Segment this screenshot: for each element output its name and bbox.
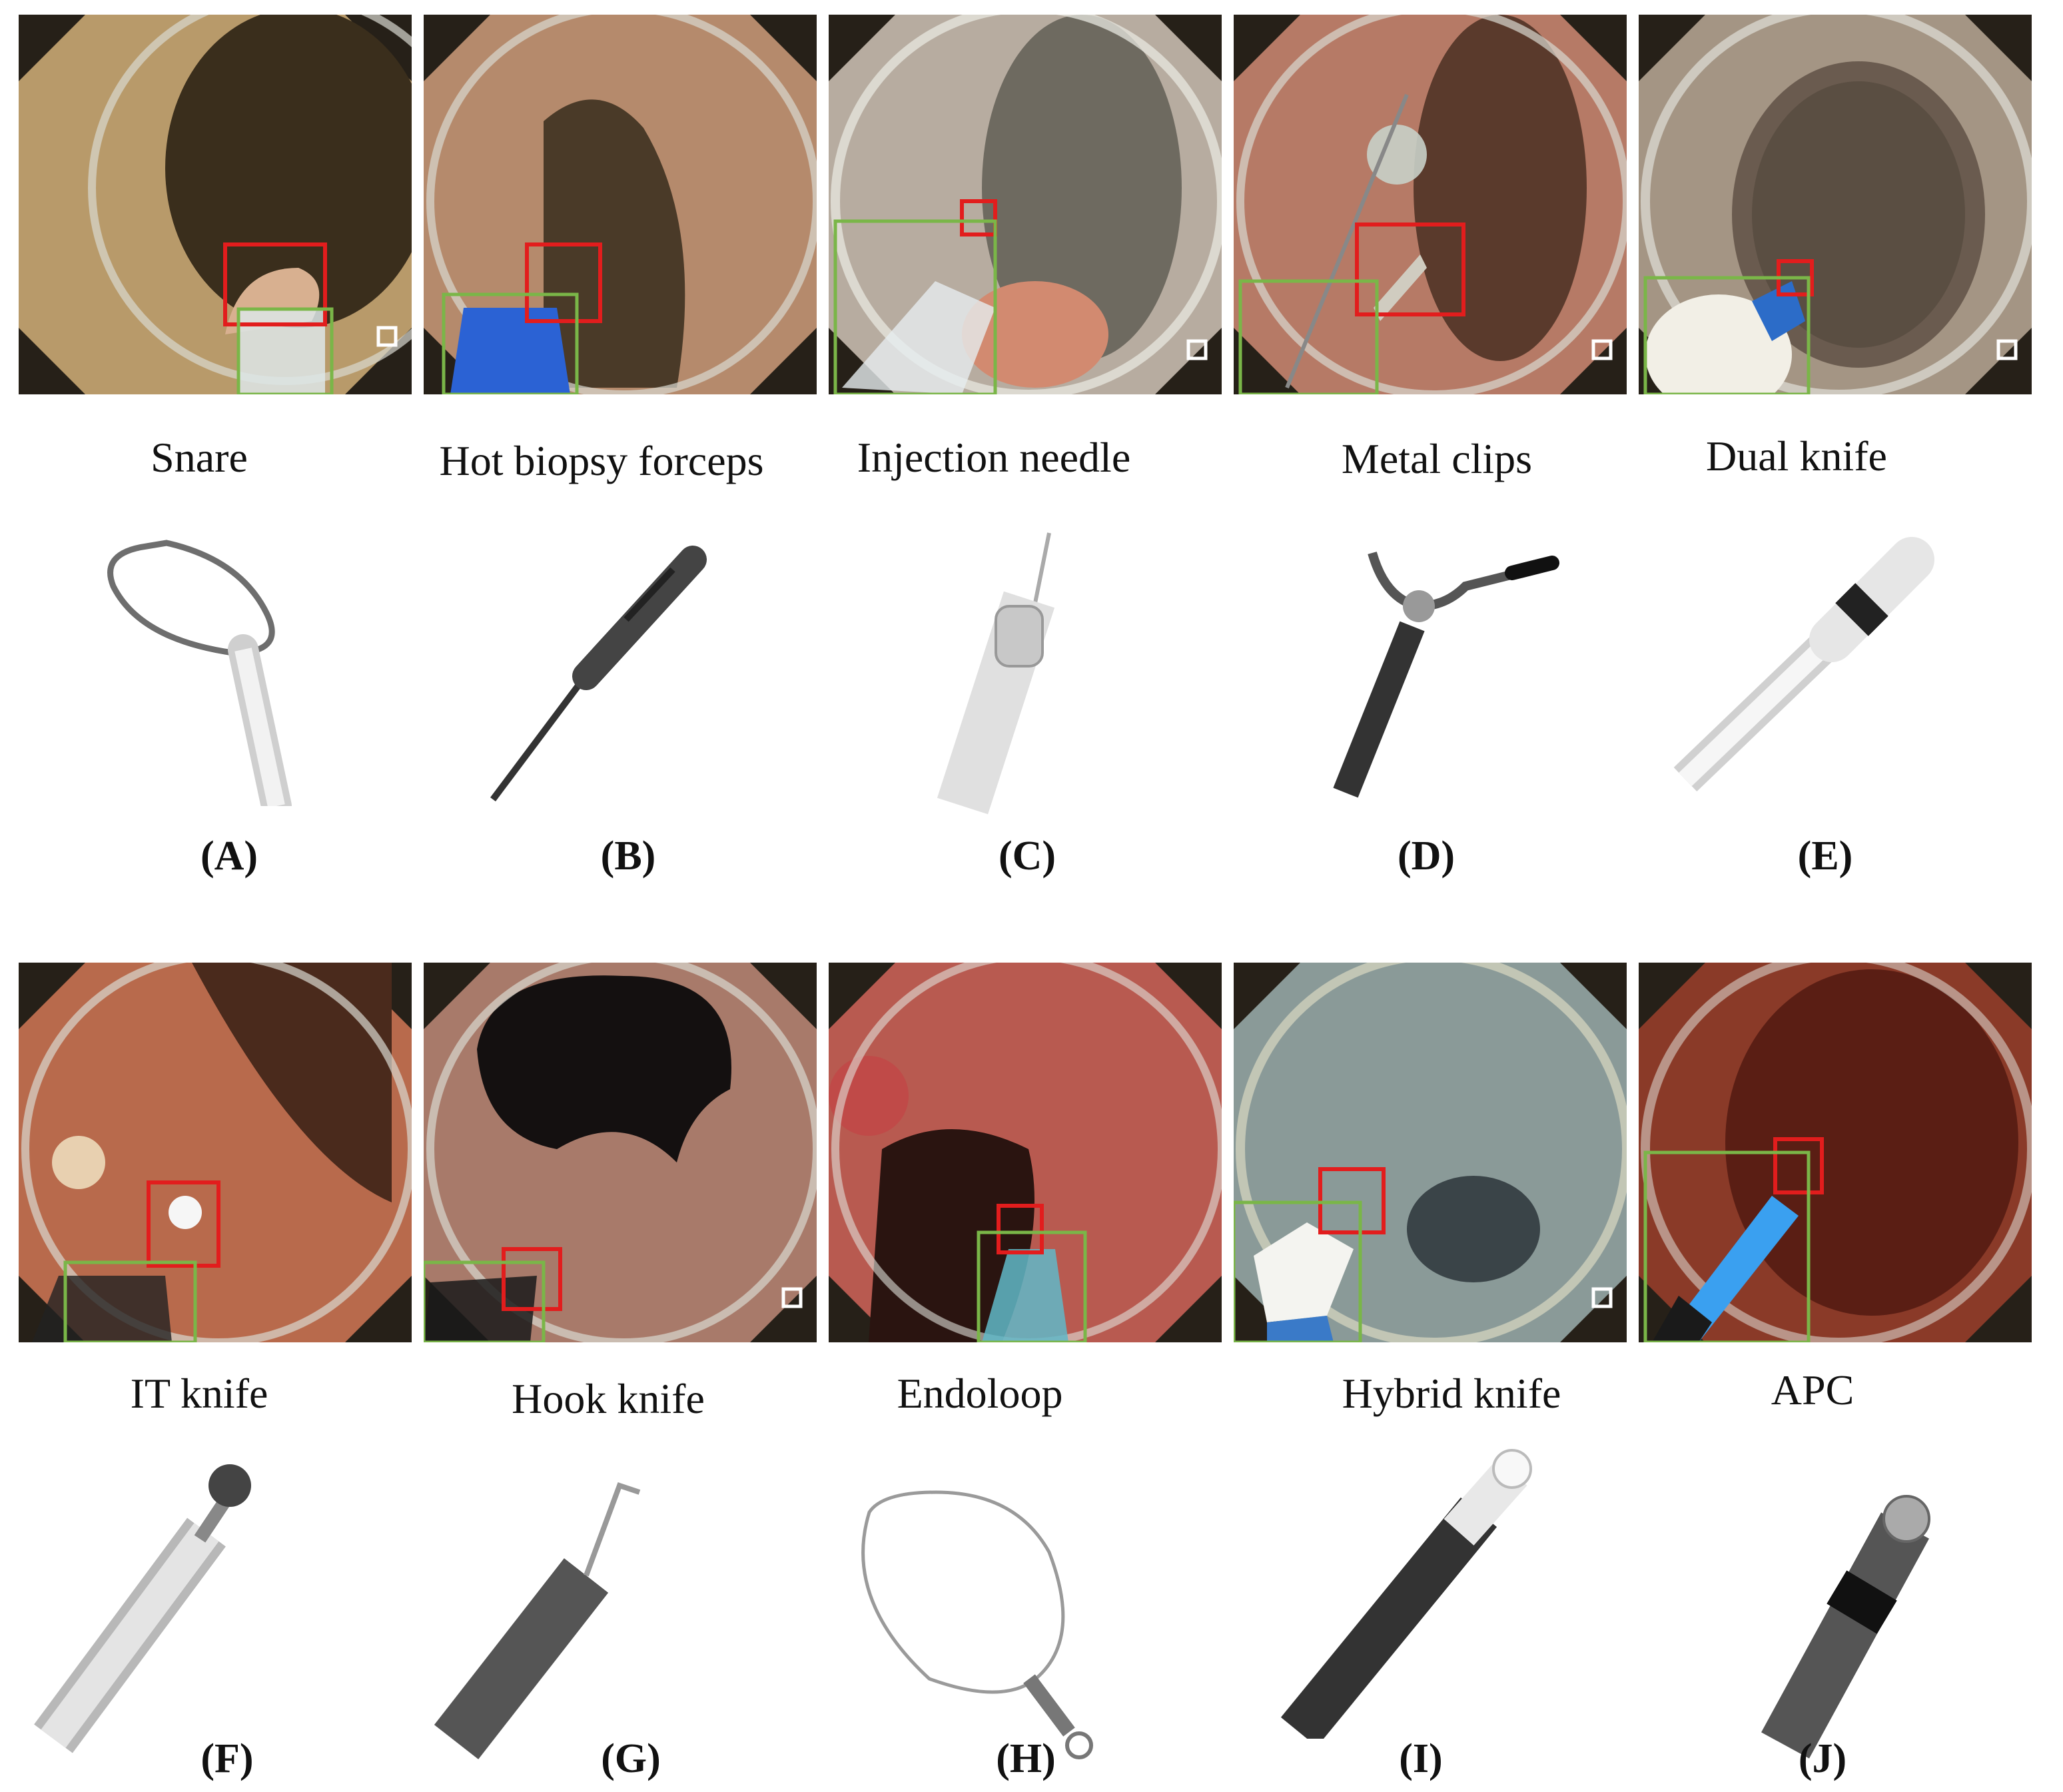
- endoscopy-frame-i: [1234, 963, 1627, 1342]
- endoscopy-frame-f: [19, 963, 412, 1342]
- panel-label-e: (E): [1797, 833, 1853, 879]
- endoscopy-frame-c: [829, 15, 1222, 394]
- lumen: [544, 99, 685, 388]
- tool-name-c: Injection needle: [857, 434, 1131, 481]
- hybrid-knife-icon: [1226, 1439, 1619, 1739]
- lumen: [1725, 969, 2018, 1316]
- panel-label-c: (C): [998, 833, 1056, 879]
- target-box: [960, 199, 997, 236]
- endoloop-icon: [829, 1466, 1222, 1765]
- tool-name-i: Hybrid knife: [1342, 1370, 1561, 1417]
- lumen: [477, 975, 731, 1162]
- endoscopy-frame-e: [1639, 15, 2032, 394]
- tool-name-f: IT knife: [130, 1370, 268, 1417]
- instrument-box: [1643, 276, 1811, 394]
- tool-name-g: Hook knife: [512, 1375, 705, 1422]
- endoscopy-frame-a: [19, 15, 412, 394]
- injection-needle-icon: [829, 520, 1222, 819]
- panel-label-h: (H): [996, 1736, 1056, 1781]
- instrument-box: [833, 219, 997, 394]
- instrument-box: [236, 307, 334, 394]
- panel-label-f: (F): [201, 1736, 254, 1781]
- endoscopy-frame-d: [1234, 15, 1627, 394]
- lumen: [1414, 15, 1587, 361]
- tool-name-d: Metal clips: [1341, 435, 1533, 482]
- tool-name-j: APC: [1771, 1366, 1855, 1414]
- hot-biopsy-forceps-icon: [426, 513, 819, 813]
- target-box: [1773, 1137, 1824, 1194]
- lumen: [869, 1129, 1034, 1342]
- target-box: [223, 242, 327, 326]
- tool-name-h: Endoloop: [897, 1370, 1063, 1417]
- apc-icon: [1632, 1466, 2025, 1765]
- panel-label-j: (J): [1798, 1736, 1847, 1781]
- target-box: [525, 242, 602, 323]
- lumen: [192, 963, 392, 1202]
- panel-label-g: (G): [601, 1736, 661, 1781]
- panel-label-b: (B): [600, 833, 656, 879]
- instrument-box: [424, 1260, 546, 1342]
- endoscopy-frame-h: [829, 963, 1222, 1342]
- tool-name-e: Dual knife: [1706, 432, 1887, 480]
- panel-label-d: (D): [1397, 833, 1455, 879]
- target-box: [997, 1204, 1044, 1254]
- instrument-box: [442, 292, 579, 394]
- panel-label-a: (A): [200, 833, 258, 879]
- lumen: [1752, 81, 1965, 348]
- target-box: [1355, 223, 1465, 316]
- metal-clips-icon: [1232, 506, 1625, 806]
- panel-label-i: (I): [1399, 1736, 1443, 1781]
- lumen: [1407, 1176, 1540, 1282]
- instrument-box: [63, 1260, 197, 1342]
- it-knife-icon: [27, 1459, 420, 1759]
- endoscopy-frame-g: [424, 963, 817, 1342]
- target-box: [147, 1180, 220, 1268]
- lumen: [982, 15, 1182, 361]
- tool-name-a: Snare: [151, 434, 248, 481]
- instrument-box: [1643, 1150, 1811, 1342]
- instrument-box: [1234, 1200, 1362, 1342]
- target-box: [502, 1247, 562, 1311]
- snare-icon: [40, 506, 433, 806]
- instrument-box: [1238, 279, 1379, 394]
- dual-knife-icon: [1632, 513, 2025, 813]
- instrument-box: [977, 1230, 1087, 1342]
- tool-name-b: Hot biopsy forceps: [439, 437, 764, 484]
- endoscopy-frame-b: [424, 15, 817, 394]
- hook-knife-icon: [420, 1466, 813, 1765]
- endoscopy-frame-j: [1639, 963, 2032, 1342]
